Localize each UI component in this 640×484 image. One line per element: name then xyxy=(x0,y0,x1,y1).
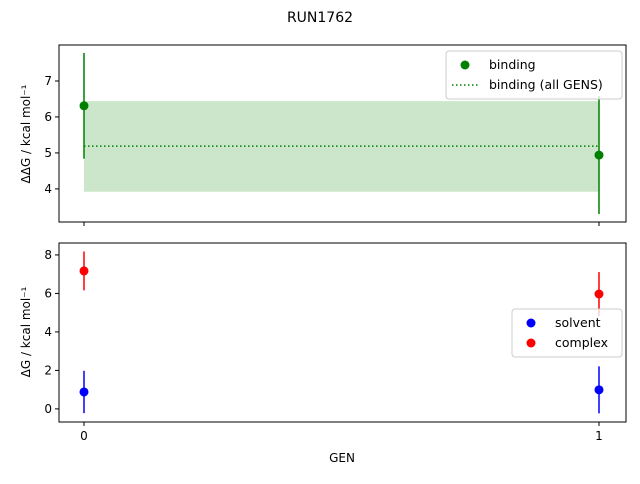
y-axis-label-ddg: ΔΔG / kcal mol⁻¹ xyxy=(19,84,33,183)
point-binding xyxy=(594,150,604,160)
point-binding xyxy=(79,101,89,111)
legend-label: complex xyxy=(555,335,608,350)
legend-label: solvent xyxy=(555,315,601,330)
legend-label: binding xyxy=(489,57,536,72)
y-tick-label: 6 xyxy=(44,110,52,124)
legend-box xyxy=(511,308,623,358)
y-tick-label: 8 xyxy=(44,248,52,262)
y-tick-label: 6 xyxy=(44,286,52,300)
point-solvent xyxy=(79,387,89,397)
bottom-panel-solvent-complex: 0 2 4 6 8 0 1 solvent complex xyxy=(44,242,627,443)
y-tick-label: 0 xyxy=(44,402,52,416)
y-tick-label: 5 xyxy=(44,146,52,160)
legend-label: binding (all GENS) xyxy=(489,77,603,92)
legend: solvent complex xyxy=(511,308,623,358)
x-tick-label: 0 xyxy=(80,429,88,443)
legend-box xyxy=(445,50,623,100)
chart-title: RUN1762 xyxy=(287,10,353,26)
axes-frame xyxy=(58,44,627,223)
legend-marker-complex xyxy=(526,338,536,348)
point-complex xyxy=(79,266,89,276)
x-axis-label: GEN xyxy=(329,451,355,465)
legend-marker-binding xyxy=(460,60,470,70)
legend-marker-solvent xyxy=(526,318,536,328)
y-tick-label: 4 xyxy=(44,325,52,339)
y-tick-label: 4 xyxy=(44,182,52,196)
y-tick-label: 7 xyxy=(44,74,52,88)
top-panel-binding: 4 5 6 7 binding binding (all GENS) xyxy=(44,44,627,226)
y-axis-label-dg: ΔG / kcal mol⁻¹ xyxy=(19,286,33,377)
point-complex xyxy=(594,289,604,299)
x-tick-label: 1 xyxy=(595,429,603,443)
y-tick-label: 2 xyxy=(44,363,52,377)
point-solvent xyxy=(594,385,604,395)
axes-frame xyxy=(58,242,627,423)
legend: binding binding (all GENS) xyxy=(445,50,623,100)
